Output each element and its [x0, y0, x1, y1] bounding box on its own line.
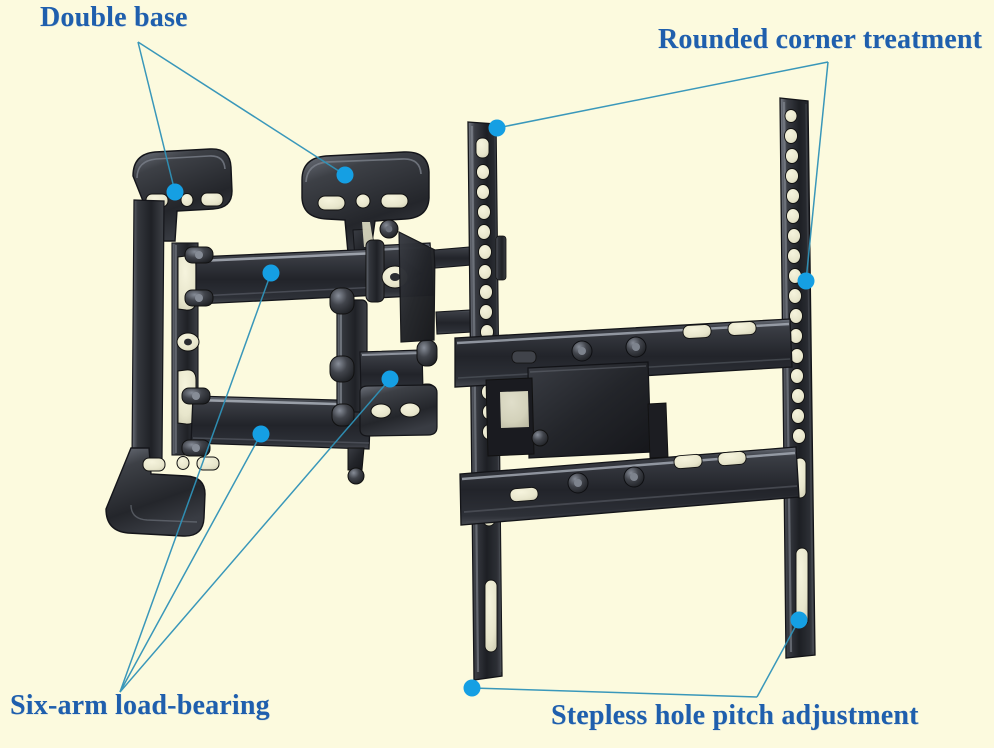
arm-hinge-lower-left: [181, 387, 211, 405]
callout-label-double-base: Double base: [40, 2, 188, 33]
cross-bar-bolts-lower: [567, 466, 645, 494]
arm-hinge-upper-left: [184, 246, 214, 264]
cross-bar-bolts-upper: [571, 336, 647, 362]
lower-left-wall-plate: [105, 447, 220, 537]
arm-hinge-upper-left-low: [184, 289, 214, 307]
callout-label-stepless: Stepless hole pitch adjustment: [551, 700, 919, 731]
callout-label-rounded-corner: Rounded corner treatment: [658, 24, 983, 55]
rail-connector-stub: [647, 402, 669, 459]
lower-cross-bar: [459, 446, 800, 526]
arm-hinge-lower-left-low: [181, 439, 211, 457]
callout-label-six-arm: Six-arm load-bearing: [10, 690, 270, 721]
right-vertical-rail: [779, 97, 816, 659]
